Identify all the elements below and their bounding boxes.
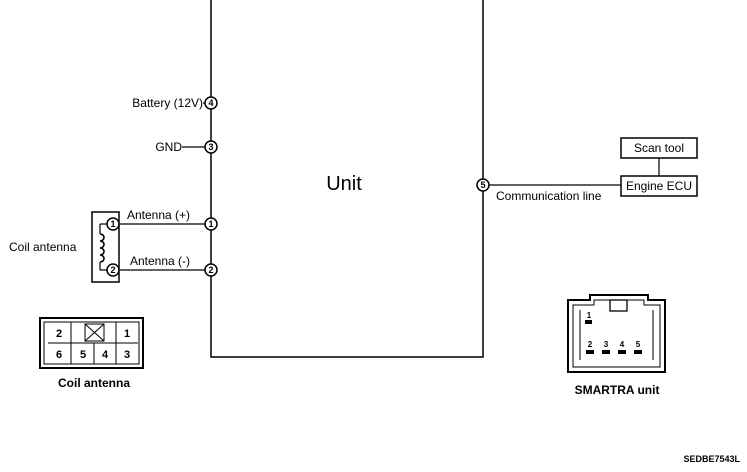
engine-ecu-label: Engine ECU [626, 179, 692, 193]
smartra-conn-pin: 5 [636, 340, 641, 349]
svg-text:3: 3 [208, 142, 213, 152]
coil-conn-pin: 5 [80, 349, 86, 361]
antenna-minus-unit-pin: 2 [204, 263, 218, 277]
smartra-conn-pin: 2 [588, 340, 593, 349]
scan-tool-label: Scan tool [634, 141, 684, 155]
svg-text:2: 2 [208, 265, 213, 275]
coil-conn-pin: 3 [124, 349, 130, 361]
coil-antenna-connector: 2 1 6 5 4 3 [39, 317, 144, 369]
coil-pin-b: 2 [110, 265, 115, 275]
coil-pin-a: 1 [110, 219, 115, 229]
unit-label: Unit [326, 173, 362, 195]
coil-antenna-symbol: 1 2 [91, 211, 120, 283]
battery-label: Battery (12V) [132, 96, 203, 110]
smartra-conn-pin: 1 [587, 311, 592, 320]
smartra-connector: 1 2 3 4 5 [567, 294, 666, 373]
coil-antenna-label: Coil antenna [9, 240, 77, 254]
gnd-label: GND [155, 140, 182, 154]
smartra-conn-pin: 3 [604, 340, 609, 349]
coil-connector-caption: Coil antenna [58, 376, 130, 390]
svg-text:5: 5 [480, 180, 485, 190]
coil-conn-pin: 2 [56, 328, 62, 340]
smartra-conn-pin: 4 [620, 340, 625, 349]
coil-conn-pin: 1 [124, 328, 130, 340]
unit-box [210, 0, 484, 358]
coil-conn-pin: 6 [56, 349, 62, 361]
antenna-minus-label: Antenna (-) [130, 254, 190, 268]
antenna-plus-label: Antenna (+) [127, 208, 190, 222]
coil-conn-pin: 4 [102, 349, 109, 361]
engine-ecu-box [620, 175, 698, 197]
antenna-plus-unit-pin: 1 [204, 217, 218, 231]
svg-text:1: 1 [208, 219, 213, 229]
communication-pin: 5 [476, 178, 490, 192]
gnd-pin: 3 [204, 140, 218, 154]
figure-code: SEDBE7543L [683, 454, 740, 464]
battery-pin: 4 [204, 96, 218, 110]
svg-text:4: 4 [208, 98, 213, 108]
communication-line-label: Communication line [496, 189, 602, 203]
smartra-connector-caption: SMARTRA unit [575, 383, 660, 397]
